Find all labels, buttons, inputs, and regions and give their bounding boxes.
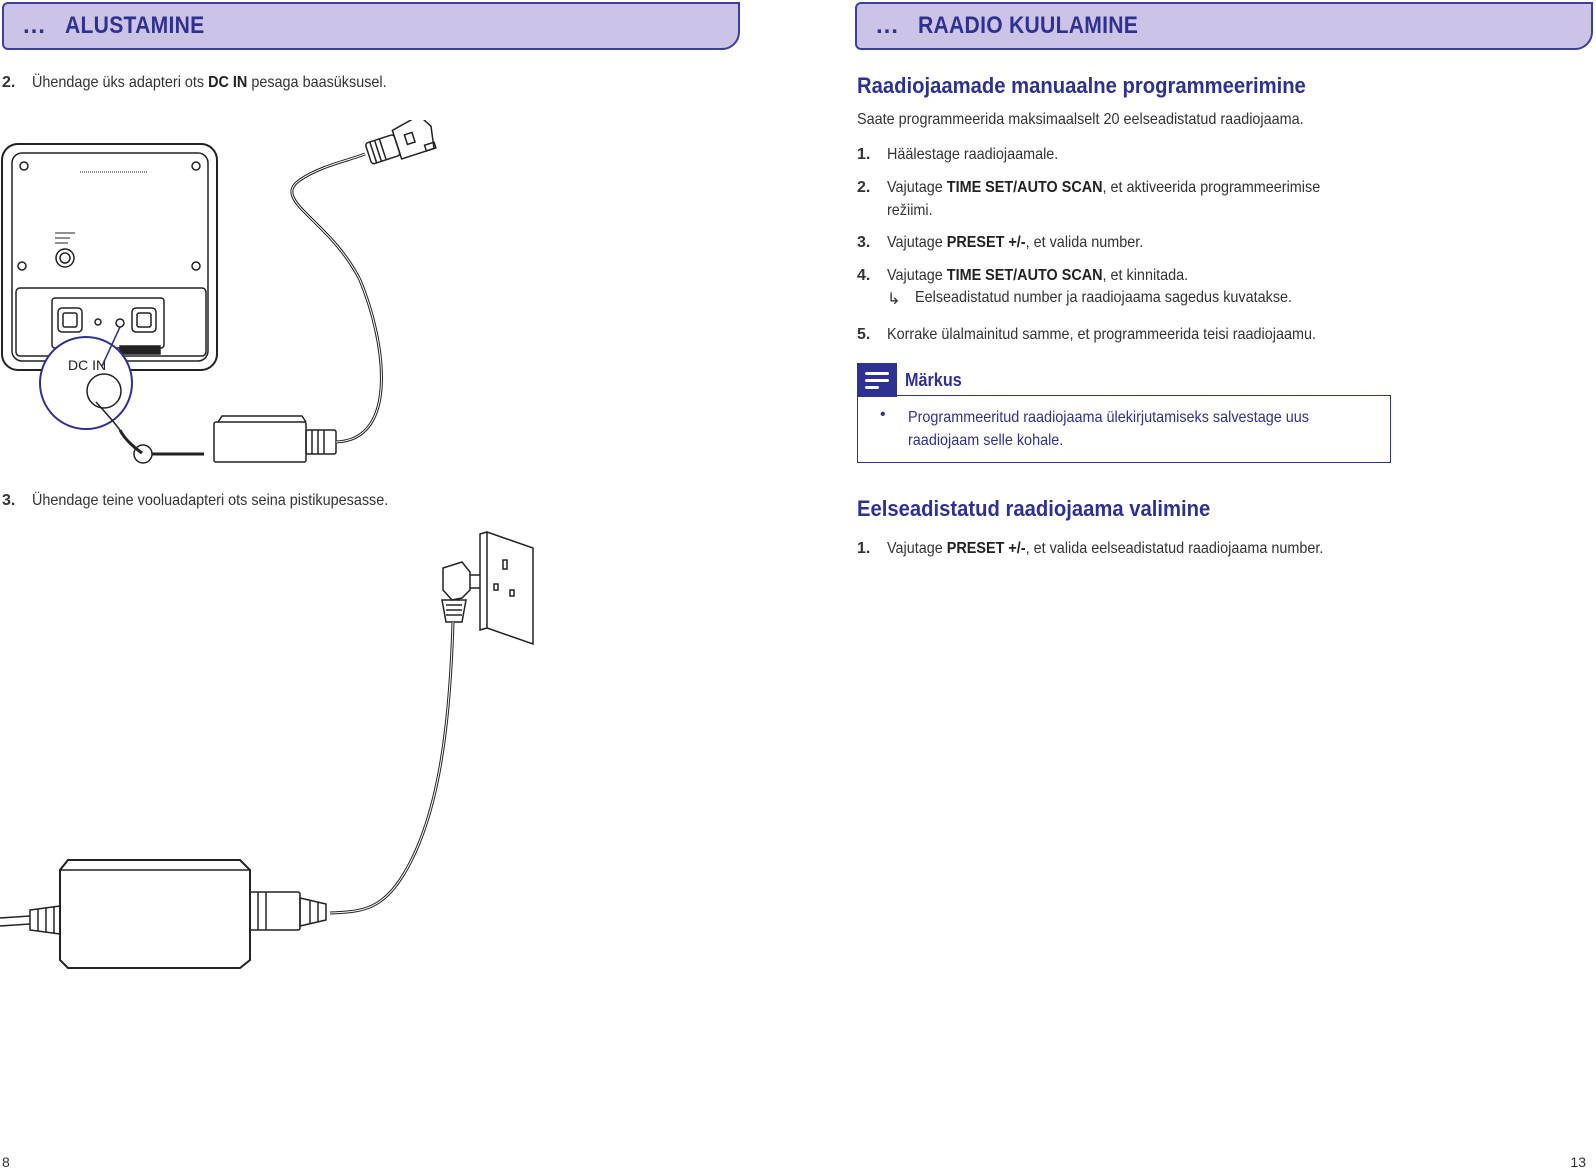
- step-2: 2. Ühendage üks adapteri ots DC IN pesag…: [2, 71, 426, 94]
- intro-text: Saate programmeerida maksimaalselt 20 ee…: [857, 111, 1304, 128]
- page-number: 13: [1570, 1154, 1586, 1170]
- note-text: Programmeeritud raadiojaama ülekirjutami…: [908, 409, 1309, 449]
- step-text: Vajutage TIME SET/AUTO SCAN, et kinnitad…: [887, 267, 1189, 284]
- note-box: • Programmeeritud raadiojaama ülekirjuta…: [857, 395, 1391, 463]
- heading-manual-programming: Raadiojaamade manuaalne programmeerimine: [857, 73, 1306, 98]
- step-text: Vajutage TIME SET/AUTO SCAN, et aktiveer…: [887, 179, 1321, 219]
- dc-in-callout-label: DC IN: [68, 357, 106, 373]
- wall-socket-illustration: [0, 530, 534, 969]
- step-number: 1.: [857, 146, 871, 163]
- heading-preset-select: Eelseadistatud raadiojaama valimine: [857, 496, 1211, 521]
- select-step-1: 1. Vajutage PRESET +/-, et valida eelsea…: [857, 537, 1372, 560]
- header-dots: …: [22, 12, 47, 39]
- step-text: Häälestage raadiojaamale.: [887, 146, 1059, 163]
- result-text: Eelseadistatud number ja raadiojaama sag…: [915, 289, 1293, 306]
- step-text: Ühendage teine vooluadapteri ots seina p…: [32, 492, 389, 509]
- prog-step-4: 4. Vajutage TIME SET/AUTO SCAN, et kinni…: [857, 264, 1222, 287]
- step-number: 4.: [857, 267, 871, 284]
- result-arrow-icon: ↳: [887, 291, 901, 308]
- prog-step-2: 2. Vajutage TIME SET/AUTO SCAN, et aktiv…: [857, 176, 1368, 222]
- step-text: Ühendage üks adapteri ots DC IN pesaga b…: [32, 74, 387, 91]
- step-text: Korrake ülalmainitud samme, et programme…: [887, 326, 1316, 343]
- step-number: 2.: [857, 179, 871, 196]
- prog-step-1: 1. Häälestage raadiojaamale.: [857, 143, 1077, 166]
- header-dots: …: [875, 12, 900, 39]
- step-3: 3. Ühendage teine vooluadapteri ots sein…: [2, 489, 428, 512]
- step-text: Vajutage PRESET +/-, et valida number.: [887, 234, 1144, 251]
- section-header-alustamine: … ALUSTAMINE: [2, 2, 740, 50]
- header-title: RAADIO KUULAMINE: [918, 12, 1139, 39]
- left-page: … ALUSTAMINE 2. Ühendage üks adapteri ot…: [0, 0, 760, 1170]
- step-number: 1.: [857, 540, 871, 557]
- step-number: 2.: [2, 74, 16, 91]
- step-number: 3.: [2, 492, 16, 509]
- step-text: Vajutage PRESET +/-, et valida eelseadis…: [887, 540, 1324, 557]
- step-number: 3.: [857, 234, 871, 251]
- note-label: Märkus: [905, 369, 962, 390]
- section-header-raadio-kuulamine: … RAADIO KUULAMINE: [855, 2, 1593, 50]
- note-icon: [857, 363, 897, 397]
- page-number: 8: [2, 1154, 10, 1170]
- note-bullet: •: [880, 406, 886, 423]
- prog-step-4-result: ↳ Eelseadistatud number ja raadiojaama s…: [887, 289, 1334, 309]
- prog-step-3: 3. Vajutage PRESET +/-, et valida number…: [857, 231, 1172, 254]
- prog-step-5: 5. Korrake ülalmainitud samme, et progra…: [857, 323, 1364, 346]
- header-title: ALUSTAMINE: [65, 12, 205, 39]
- step-number: 5.: [857, 326, 871, 343]
- right-page: … RAADIO KUULAMINE Raadiojaamade manuaal…: [853, 0, 1596, 1170]
- base-unit-dc-in-illustration: DC IN: [1, 120, 437, 464]
- note-header: Märkus: [857, 363, 968, 397]
